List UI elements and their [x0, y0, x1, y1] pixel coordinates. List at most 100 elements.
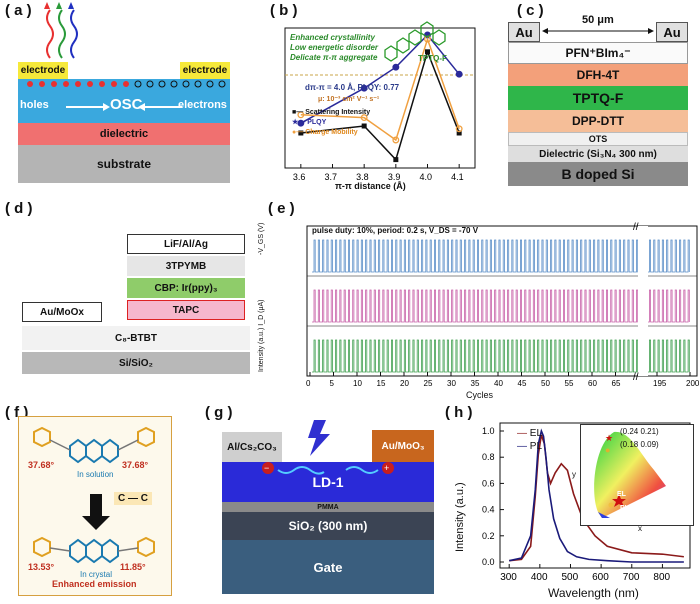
cie-pl-tag: PL	[620, 505, 629, 512]
c-layer-dfh4t: DFH-4T	[508, 64, 688, 86]
data-point	[456, 130, 462, 136]
data-point	[455, 70, 463, 78]
charge-carriers	[27, 80, 226, 111]
tick-label: 0.4	[482, 505, 495, 515]
tick-label: 4.0	[420, 172, 433, 182]
svg-text://: //	[633, 222, 639, 233]
data-point	[297, 119, 305, 127]
cie-diagram	[594, 431, 666, 518]
cc-bond-label: C — C	[114, 492, 152, 505]
panel-label-d: ( d )	[5, 200, 33, 217]
angle-left-bottom: 13.53°	[28, 562, 55, 572]
tick-label: 55	[565, 379, 574, 388]
chart-b-xlabel: π-π distance (Å)	[335, 181, 406, 191]
cie-ylabel: y	[572, 470, 576, 479]
g-layer-ld1: LD-1	[222, 462, 434, 502]
d-layer-tapc: TAPC	[127, 300, 245, 320]
substrate-layer: substrate	[18, 145, 230, 183]
series-line	[509, 428, 684, 563]
in-solution-label: In solution	[77, 470, 114, 479]
emission-arrows-icon	[44, 2, 78, 59]
g-contact-left: Al/Cs₂CO₃	[222, 432, 282, 462]
tick-label: 10	[353, 379, 362, 388]
tick-label: 0.2	[482, 531, 495, 541]
osc-label: OSC	[110, 96, 143, 113]
chart-b-note-2: Low energetic disorder	[290, 43, 379, 52]
d-au-moox: Au/MoOx	[22, 302, 102, 322]
in-crystal-label: In crystal	[80, 570, 113, 579]
chart-e-title: pulse duty: 10%, period: 0.2 s, V_DS = -…	[312, 226, 479, 235]
gap-label: 50 μm	[582, 14, 614, 26]
tick-label: 400	[531, 572, 548, 583]
tick-label: 30	[447, 379, 456, 388]
c-layer-tptqf: TPTQ-F	[508, 86, 688, 110]
electrode-right: electrode	[180, 62, 230, 79]
enhanced-emission-label: Enhanced emission	[52, 579, 137, 589]
panel-label-b: ( b )	[270, 2, 298, 19]
chart-e-ylabel-vgs: -V_GS (V)	[258, 222, 265, 255]
chart-b-frame	[284, 27, 476, 169]
svg-text:−: −	[264, 463, 269, 473]
tick-label: 800	[653, 572, 670, 583]
chart-b-legend: ■— Scattering Intensity ★— PLQY ●— Charg…	[292, 108, 382, 138]
chart-b-note-1: Enhanced crystallinity	[290, 33, 375, 42]
tick-label: 1.0	[482, 426, 495, 436]
d-layer-3tpymb: 3TPYMB	[127, 256, 245, 276]
cie-xlabel: x	[638, 524, 642, 533]
tick-label: 200	[686, 379, 700, 388]
tick-label: 40	[494, 379, 503, 388]
c-layer-dppdtt: DPP-DTT	[508, 110, 688, 132]
chart-b-stat-d: dπ-π = 4.0 Å, PLQY: 0.77	[305, 83, 400, 92]
g-layer-pmma: PMMA	[222, 502, 434, 512]
data-point	[392, 63, 400, 71]
chart-h-legend: — EL — PL	[517, 427, 542, 453]
tick-label: 0.8	[482, 452, 495, 462]
pulse-train	[312, 289, 690, 323]
tick-label: 50	[541, 379, 550, 388]
data-point	[360, 114, 368, 122]
data-point	[393, 157, 399, 163]
electrode-left: electrode	[18, 62, 68, 79]
c-layer-dielectric: Dielectric (Si₃N₄ 300 nm)	[508, 146, 688, 162]
panel-label-c: ( c )	[517, 2, 544, 19]
molecule-structure-icon	[384, 21, 446, 62]
tick-label: 0	[306, 379, 311, 388]
svg-text://: //	[633, 372, 639, 383]
legend-item: ★— PLQY	[292, 119, 327, 126]
tick-label: 25	[424, 379, 433, 388]
c-layer-ots: OTS	[508, 132, 688, 146]
legend-item: — PL	[517, 441, 543, 452]
tick-label: 0.0	[482, 557, 495, 567]
series-line	[300, 36, 460, 142]
data-point	[297, 111, 305, 119]
tick-label: 700	[623, 572, 640, 583]
molecule-conformation-icon	[33, 426, 155, 564]
g-contact-right: Au/MoO₃	[372, 430, 434, 462]
tick-label: 500	[561, 572, 578, 583]
d-layer-cbp: CBP: Ir(ppy)₃	[127, 278, 245, 298]
charge-transport-icon: − +	[262, 462, 394, 475]
data-point	[361, 123, 367, 129]
tick-label: 45	[518, 379, 527, 388]
tick-label: 3.9	[388, 172, 401, 182]
tick-label: 65	[612, 379, 621, 388]
svg-text:+: +	[384, 463, 389, 473]
angle-left-top: 37.68°	[28, 460, 55, 470]
chart-e-xlabel: Cycles	[466, 390, 494, 400]
chart-h-ylabel: Intensity (a.u.)	[454, 482, 466, 552]
panel-label-a: ( a )	[5, 2, 32, 19]
angle-right-bottom: 11.85°	[120, 562, 146, 572]
cie-el-tag: EL	[617, 491, 626, 498]
cie-el-coord: (0.24 0.21)	[620, 427, 659, 436]
tick-label: 3.7	[325, 172, 338, 182]
data-point	[360, 84, 368, 92]
tick-label: 0.6	[482, 478, 495, 488]
pulse-train	[312, 339, 690, 373]
data-point	[392, 136, 400, 144]
tick-label: 195	[653, 379, 667, 388]
g-layer-sio2: SiO₂ (300 nm)	[222, 512, 434, 540]
chart-h-xlabel: Wavelength (nm)	[548, 586, 639, 600]
electrons-label: electrons	[178, 99, 227, 111]
